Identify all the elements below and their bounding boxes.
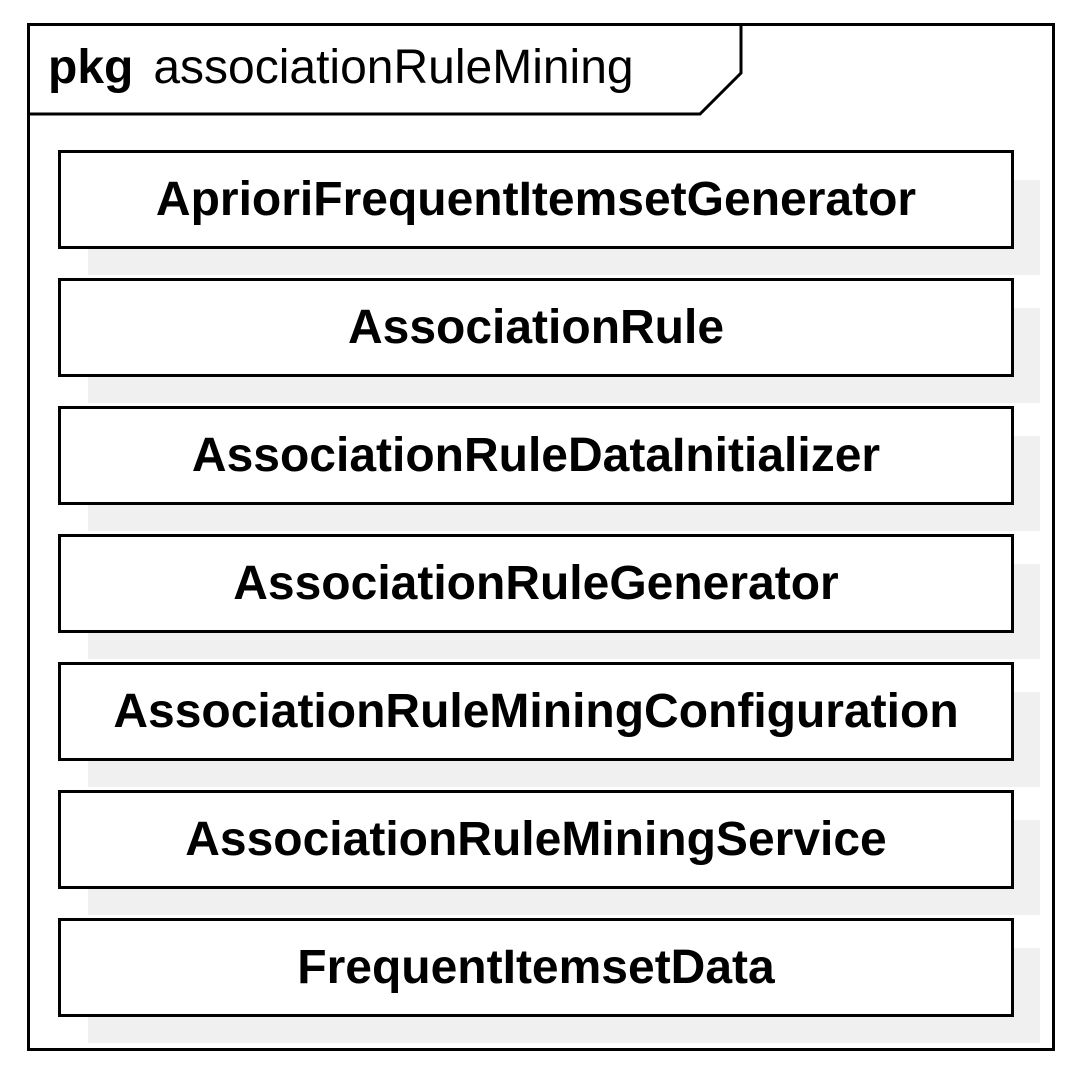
class-box-association-rule-data-initializer[interactable]: AssociationRuleDataInitializer xyxy=(58,406,1014,505)
class-name: AssociationRule xyxy=(347,301,725,354)
package-keyword: pkg xyxy=(48,41,134,94)
class-name: AssociationRuleDataInitializer xyxy=(191,429,881,482)
class-box-apriori-frequent-itemset-generator[interactable]: AprioriFrequentItemsetGenerator xyxy=(58,150,1014,249)
class-name: AssociationRuleMiningService xyxy=(185,813,887,866)
package-name: associationRuleMining xyxy=(153,41,634,94)
class-box-association-rule-mining-service[interactable]: AssociationRuleMiningService xyxy=(58,790,1014,889)
package-label: pkg associationRuleMining xyxy=(48,40,634,96)
class-box-frequent-itemset-data[interactable]: FrequentItemsetData xyxy=(58,918,1014,1017)
class-box-association-rule-mining-configuration[interactable]: AssociationRuleMiningConfiguration xyxy=(58,662,1014,761)
class-name: AssociationRuleGenerator xyxy=(233,557,839,610)
class-name: FrequentItemsetData xyxy=(297,941,775,994)
package-name-tab xyxy=(30,26,743,116)
class-name: AssociationRuleMiningConfiguration xyxy=(113,685,959,738)
class-name: AprioriFrequentItemsetGenerator xyxy=(155,173,917,226)
class-box-association-rule[interactable]: AssociationRule xyxy=(58,278,1014,377)
class-box-association-rule-generator[interactable]: AssociationRuleGenerator xyxy=(58,534,1014,633)
